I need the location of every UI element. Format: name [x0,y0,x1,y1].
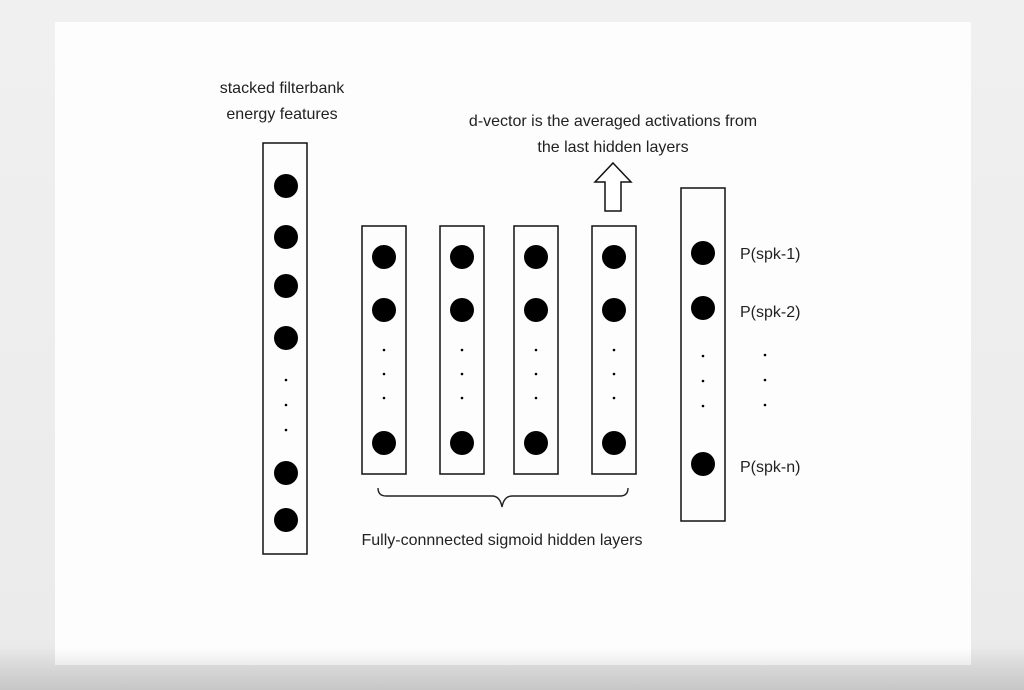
input-node [274,326,298,350]
ellipsis-dot [701,379,705,383]
hidden-layer-2 [439,225,485,475]
dvector-label-line2: the last hidden layers [537,139,688,156]
input-node [274,508,298,532]
input-layer-nodes [274,174,298,532]
output-label-spk-n: P(spk-n) [740,459,800,476]
output-layer-nodes [691,241,715,476]
hidden-layer-1 [361,225,407,475]
input-label-line2: energy features [226,106,337,123]
output-label-spk-2: P(spk-2) [740,304,800,321]
output-node [691,452,715,476]
video-bottom-shade [0,648,1024,690]
output-layer-box [680,187,726,522]
output-label-ellipsis [763,353,767,407]
hidden-layers-brace [377,487,629,508]
input-node [274,174,298,198]
input-node [274,274,298,298]
output-node [691,296,715,320]
hidden-layers-caption: Fully-connnected sigmoid hidden layers [361,532,642,549]
input-node [274,225,298,249]
ellipsis-dot [701,354,705,358]
ellipsis-dot [284,428,288,432]
output-node [691,241,715,265]
output-label-spk-1: P(spk-1) [740,246,800,263]
input-node [274,461,298,485]
slide-background [55,22,971,665]
input-layer-box [262,142,308,555]
dvector-label-line1: d-vector is the averaged activations fro… [469,113,757,130]
hidden-layer-4 [591,225,637,475]
ellipsis-dot [284,378,288,382]
ellipsis-dot [701,404,705,408]
dvector-up-arrow [593,161,633,212]
input-label-line1: stacked filterbank [220,80,346,97]
hidden-layer-3 [513,225,559,475]
ellipsis-dot [284,403,288,407]
